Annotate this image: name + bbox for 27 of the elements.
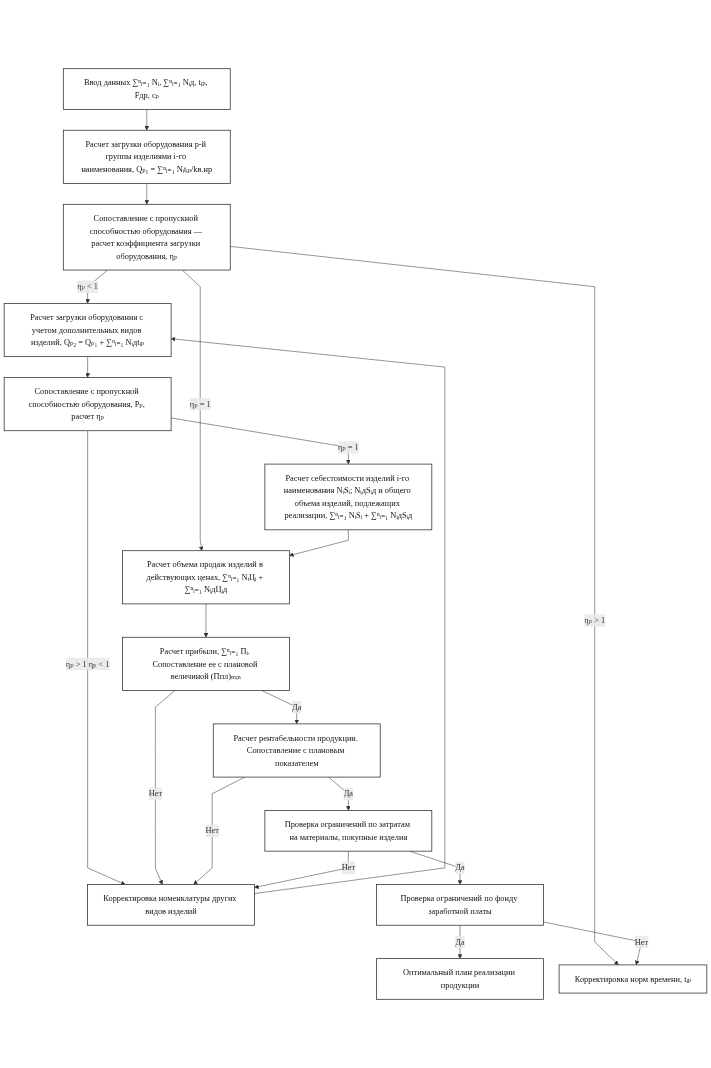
edge-label: ηₚ > 1 ηₚ < 1 xyxy=(65,659,110,669)
node-box: Оптимальный план реализации продукции xyxy=(376,958,544,1000)
edge-label: Нет xyxy=(634,937,649,947)
node-box: Расчет прибыли, ∑ⁿᵢ₌₁ Пᵢ. Сопоставление ее с плановой величиной (Ппл)ₘᵢₙ xyxy=(122,636,290,691)
edge-label: Нет xyxy=(205,826,219,835)
edge-label: ηₚ = 1 xyxy=(189,399,211,409)
node-box: Расчет объема продаж изделий в действующих ценах, ∑ⁿᵢ₌₁ NᵢЦᵢ + ∑ⁿᵢ₌₁ NᵢдЦᵢд xyxy=(122,550,290,605)
edge-label: Да xyxy=(343,789,354,798)
node-box: Сопоставление с пропускной способностью оборудования, Pₚ, расчет ηₚ xyxy=(3,377,172,432)
node-box: Ввод данных ∑ⁿᵢ₌₁ Nᵢ, ∑ⁿᵢ₌₁ Nᵢд, tᵢₚ, Fдр, cₚ xyxy=(62,68,231,110)
edge-label: Да xyxy=(455,937,465,947)
node-box: Корректировка норм времени, tᵢₚ xyxy=(558,964,708,994)
node-box: Расчет рентабельности продукции. Сопоставление с плановым показателем xyxy=(212,723,381,778)
node-box: Корректировка номенклатуры других видов изделий xyxy=(87,884,255,926)
edge-label: Нет xyxy=(341,863,356,873)
node-box: Проверка ограничений по фонду заработной платы xyxy=(376,884,544,926)
node-box: Расчет себестоимости изделий i-го наименования NᵢSᵢ; NᵢдSᵢд и общего объема изделий, подлежащих реализации, ∑ⁿᵢ₌₁ NᵢSᵢ + ∑ⁿᵢ₌₁ NᵢдSᵢд xyxy=(264,463,433,531)
node-box: Расчет загрузки оборудования с учетом дополнительных видов изделий, Qₚ₂ = Qₚ₁ + ∑ⁿᵢ₌₁ Nᵢдtᵢₚ xyxy=(3,303,172,358)
node-box: Проверка ограничений по затратам на материалы, покупные изделия xyxy=(264,810,433,852)
edge-label: Да xyxy=(292,702,302,712)
edge-label: Нет xyxy=(148,789,163,798)
node-box: Расчет загрузки оборудования p-й группы изделиями i-го наименования, Qₚ₁ = ∑ⁿᵢ₌₁ Nᵢtᵢₚ/kв.нр xyxy=(62,129,231,184)
edge-label: ηₚ > 1 xyxy=(584,615,606,625)
edge-label: ηₚ < 1 xyxy=(77,282,99,291)
node-box: Сопоставление с пропускной способностью оборудования — расчет коэффициента загрузки оборудования, ηₚ xyxy=(62,203,231,271)
edge-label: Да xyxy=(455,863,465,873)
edge-label: ηₚ = 1 xyxy=(337,442,359,452)
